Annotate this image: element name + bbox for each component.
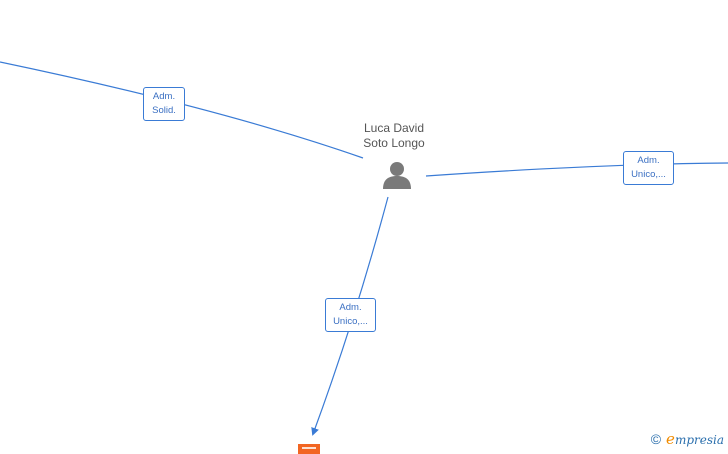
brand-logo-text: mpresia bbox=[674, 433, 724, 447]
relation-label-unico-down[interactable]: Adm. Unico,... bbox=[325, 298, 376, 332]
relation-label-line2: Unico,... bbox=[631, 169, 666, 180]
person-name[interactable]: Luca David Soto Longo bbox=[344, 121, 444, 151]
person-name-line2: Soto Longo bbox=[363, 136, 425, 150]
edge-solid[interactable] bbox=[0, 61, 364, 159]
brand-logo-initial: e bbox=[666, 430, 675, 448]
footer-credit: ©empresia bbox=[651, 430, 724, 448]
relation-label-solid[interactable]: Adm. Solid. bbox=[143, 87, 185, 121]
relation-label-line2: Unico,... bbox=[333, 316, 368, 327]
person-silhouette-icon[interactable] bbox=[381, 161, 413, 189]
person-name-line1: Luca David bbox=[363, 121, 425, 135]
edge-unico-right[interactable] bbox=[425, 162, 728, 177]
copyright-symbol: © bbox=[650, 431, 662, 447]
relation-label-line2: Solid. bbox=[152, 105, 176, 116]
relation-label-unico-right[interactable]: Adm. Unico,... bbox=[623, 151, 674, 185]
relation-label-line1: Adm. bbox=[152, 91, 176, 102]
relation-label-line1: Adm. bbox=[339, 302, 362, 313]
company-building-icon[interactable] bbox=[298, 444, 320, 454]
relation-label-line1: Adm. bbox=[637, 155, 660, 166]
